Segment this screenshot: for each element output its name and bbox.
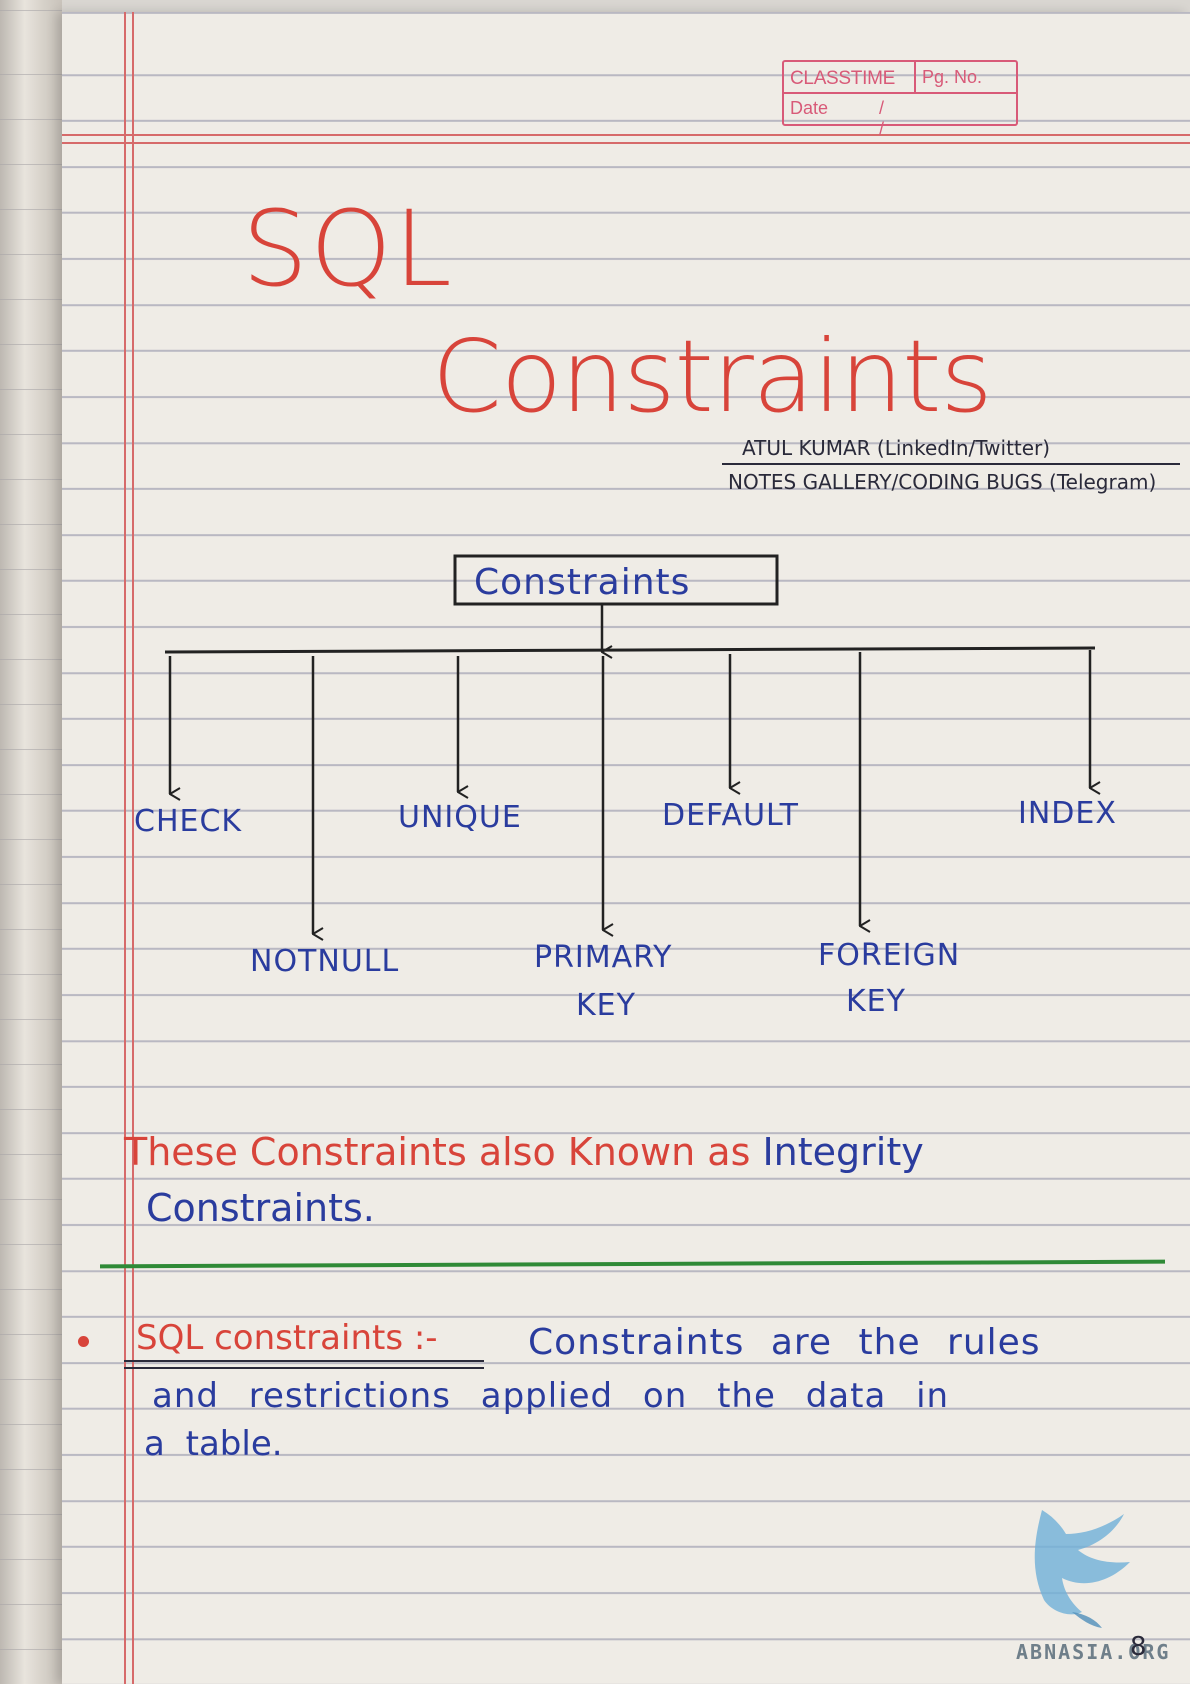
integrity-note-line1: These Constraints also Known as Integrit… xyxy=(124,1130,924,1174)
definition-term-underline-2 xyxy=(124,1367,484,1369)
leaf-primary-key: KEY xyxy=(576,988,636,1023)
leaf-check: CHECK xyxy=(134,804,243,839)
definition-line-2: and restrictions applied on the data in xyxy=(152,1376,950,1416)
margin-line-inner xyxy=(132,12,134,1684)
leaf-index: INDEX xyxy=(1018,796,1117,831)
watermark-text: ABNASIA.ORG xyxy=(1016,1640,1171,1664)
definition-line-3: a table. xyxy=(144,1424,283,1464)
credit-source: NOTES GALLERY/CODING BUGS (Telegram) xyxy=(728,470,1157,494)
leaf-notnull: NOTNULL xyxy=(250,944,400,979)
bullet-dot xyxy=(78,1336,89,1347)
leaf-foreign-key: KEY xyxy=(846,984,906,1019)
root-box xyxy=(453,554,779,606)
definition-term: SQL constraints :- xyxy=(136,1318,438,1358)
margin-line-outer xyxy=(124,12,126,1684)
leaf-foreign: FOREIGN xyxy=(818,938,961,973)
integrity-note-line2: Constraints. xyxy=(146,1186,375,1230)
classtime-header-box: CLASSTIME Pg. No. Date / / xyxy=(782,60,1018,139)
date-label: Date xyxy=(790,98,829,118)
credit-divider xyxy=(722,463,1180,465)
definition-term-underline-1 xyxy=(124,1360,484,1362)
previous-page-lines xyxy=(0,0,62,1684)
page-title-sql: SQL xyxy=(242,188,454,310)
leaf-unique: UNIQUE xyxy=(398,800,522,835)
date-value: / / xyxy=(879,98,933,139)
header-rule-1 xyxy=(62,134,1190,136)
header-rule-2 xyxy=(62,142,1190,144)
integrity-note-blue: Integrity xyxy=(762,1130,924,1174)
definition-line-1: Constraints are the rules xyxy=(528,1322,1041,1363)
classtime-brand: CLASSTIME xyxy=(790,68,895,89)
tree-root-label: Constraints xyxy=(474,562,691,603)
page-number: 8 xyxy=(1130,1632,1147,1662)
header-box-divider xyxy=(784,92,1016,94)
bird-logo-icon xyxy=(1034,1510,1130,1628)
page-number-label: Pg. No. xyxy=(914,62,982,92)
integrity-note-red: These Constraints also Known as xyxy=(124,1130,751,1174)
notebook-page xyxy=(62,12,1190,1684)
leaf-primary: PRIMARY xyxy=(534,940,673,975)
page-title-constraints: Constraints xyxy=(432,318,993,435)
credit-author: ATUL KUMAR (LinkedIn/Twitter) xyxy=(742,436,1051,460)
leaf-default: DEFAULT xyxy=(662,798,799,833)
branch-bar xyxy=(164,646,1096,654)
